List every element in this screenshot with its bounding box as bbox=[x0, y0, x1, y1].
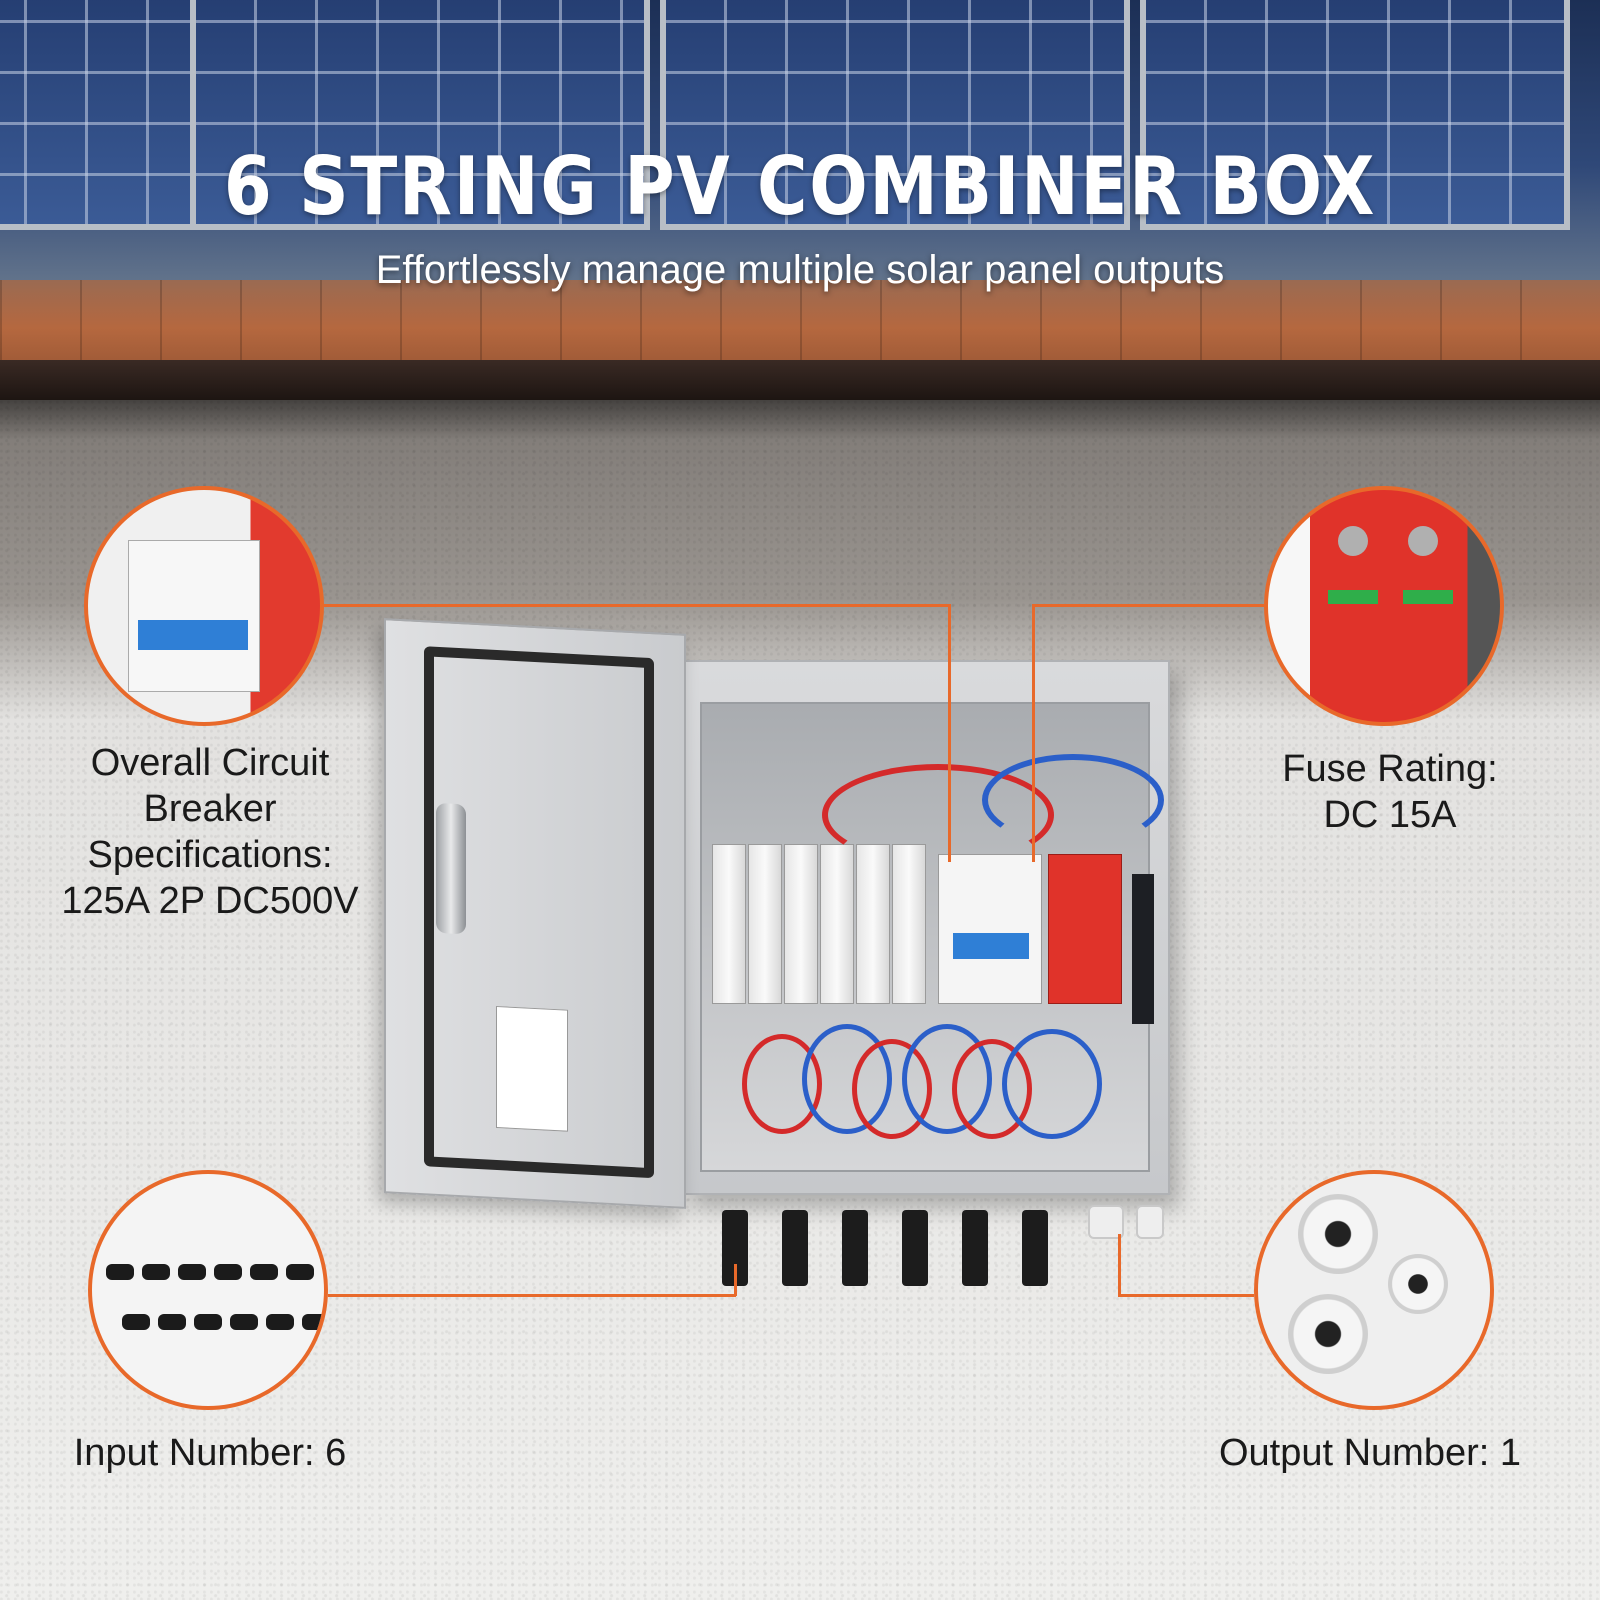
fuse-rating-line: DC 15A bbox=[1323, 794, 1457, 836]
enclosure-interior bbox=[700, 702, 1164, 1172]
fuse-rating-line: Fuse Rating: bbox=[1282, 748, 1498, 790]
breaker-leader-line bbox=[324, 604, 950, 607]
output-number-label: Output Number: 1 bbox=[1218, 1432, 1522, 1474]
ground-busbar bbox=[1132, 874, 1154, 1024]
terminal-screw bbox=[1408, 526, 1438, 556]
solar-panel bbox=[660, 0, 1130, 230]
ground-cable-gland bbox=[1136, 1205, 1164, 1239]
status-window bbox=[1328, 590, 1378, 604]
breaker-leader-line bbox=[948, 604, 951, 862]
terminal-screw bbox=[1338, 526, 1368, 556]
blue-wire bbox=[1002, 1029, 1102, 1139]
mc4-input-connector bbox=[782, 1210, 808, 1286]
mc4-connector-closeup bbox=[178, 1264, 206, 1280]
roof-gutter bbox=[0, 360, 1600, 400]
mc4-connector-closeup bbox=[266, 1314, 294, 1330]
mc4-connector-closeup bbox=[106, 1264, 134, 1280]
outputs-closeup-circle bbox=[1254, 1170, 1494, 1410]
breaker-spec-line: Overall Circuit bbox=[90, 742, 330, 784]
fuse-holder bbox=[784, 844, 818, 1004]
cable-gland-closeup bbox=[1388, 1254, 1448, 1314]
mc4-input-connector bbox=[1022, 1210, 1048, 1286]
fuse-rating-label: Fuse Rating: DC 15A bbox=[1240, 746, 1540, 838]
door-latch bbox=[436, 802, 466, 935]
page-title: 6 STRING PV COMBINER BOX bbox=[223, 140, 1377, 233]
fuse-holder bbox=[712, 844, 746, 1004]
solar-panels-background bbox=[0, 0, 1600, 300]
eave-shadow bbox=[0, 400, 1600, 440]
mc4-connector-closeup bbox=[250, 1264, 278, 1280]
mc4-connector-closeup bbox=[142, 1264, 170, 1280]
surge-protective-device bbox=[1048, 854, 1122, 1004]
solar-panel bbox=[190, 0, 650, 230]
cable-gland-closeup bbox=[1288, 1294, 1368, 1374]
mc4-connector-closeup bbox=[286, 1264, 314, 1280]
spec-sticker bbox=[496, 1005, 568, 1132]
mc4-connector-closeup bbox=[158, 1314, 186, 1330]
output-cable-gland bbox=[1088, 1205, 1124, 1239]
input-number-label: Input Number: 6 bbox=[73, 1432, 347, 1474]
mc4-connector-closeup bbox=[194, 1314, 222, 1330]
breaker-toggle-closeup bbox=[138, 620, 248, 650]
mc4-input-connector bbox=[962, 1210, 988, 1286]
main-circuit-breaker bbox=[938, 854, 1042, 1004]
mc4-connector-closeup bbox=[302, 1314, 324, 1330]
inputs-leader-line bbox=[328, 1294, 736, 1297]
breaker-spec-line: Specifications: bbox=[87, 834, 333, 876]
breaker-spec-line: Breaker bbox=[143, 788, 277, 830]
fuse-leader-line bbox=[1034, 604, 1264, 607]
fuse-holder bbox=[856, 844, 890, 1004]
solar-panel bbox=[1140, 0, 1570, 230]
breaker-closeup-circle bbox=[84, 486, 324, 726]
inputs-closeup-circle bbox=[88, 1170, 328, 1410]
spd-closeup-circle bbox=[1264, 486, 1504, 726]
outputs-leader-line bbox=[1118, 1294, 1254, 1297]
fuse-leader-line bbox=[1032, 604, 1035, 862]
mc4-connector-closeup bbox=[230, 1314, 258, 1330]
fuse-holder bbox=[820, 844, 854, 1004]
mc4-input-connector bbox=[842, 1210, 868, 1286]
enclosure-door bbox=[384, 618, 686, 1209]
fuse-holder bbox=[748, 844, 782, 1004]
inputs-leader-line bbox=[734, 1264, 737, 1296]
mc4-input-connector bbox=[902, 1210, 928, 1286]
mc4-connector-closeup bbox=[122, 1314, 150, 1330]
breaker-spec-line: 125A 2P DC500V bbox=[61, 880, 359, 922]
outputs-leader-line bbox=[1118, 1234, 1121, 1294]
breaker-spec-label: Overall Circuit Breaker Specifications: … bbox=[20, 740, 400, 924]
breaker-closeup bbox=[128, 540, 260, 692]
page-subtitle: Effortlessly manage multiple solar panel… bbox=[375, 248, 1225, 292]
fuse-holder bbox=[892, 844, 926, 1004]
cable-gland-closeup bbox=[1298, 1194, 1378, 1274]
solar-panel bbox=[0, 0, 220, 230]
combiner-box-enclosure bbox=[680, 660, 1170, 1195]
mc4-connector-closeup bbox=[214, 1264, 242, 1280]
blue-wire bbox=[982, 754, 1164, 846]
breaker-toggle bbox=[953, 933, 1029, 959]
status-window bbox=[1403, 590, 1453, 604]
